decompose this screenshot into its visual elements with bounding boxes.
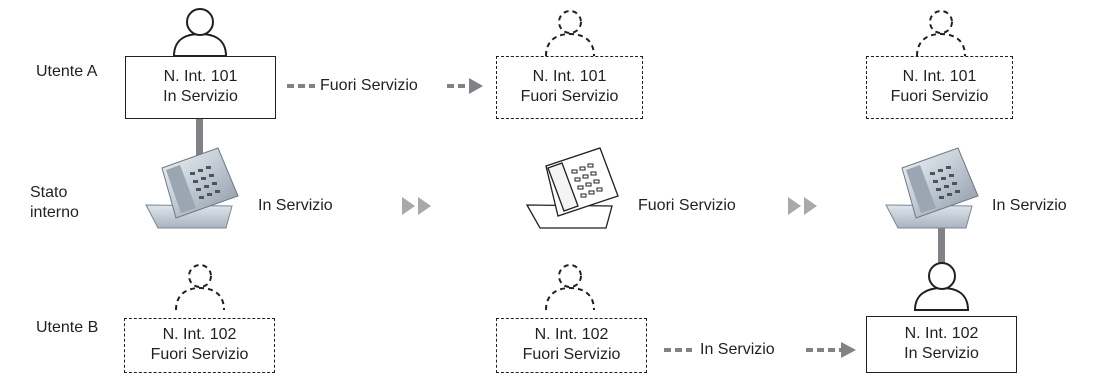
extension-status-stage2: Fuori Servizio <box>638 197 736 214</box>
transition-label-a: Fuori Servizio <box>320 77 418 94</box>
phone-icon-in-service-1 <box>145 147 239 229</box>
person-icon-a3-dashed <box>916 10 966 57</box>
person-icon-b2-dashed <box>545 264 595 311</box>
status-text: Fuori Servizio <box>522 346 621 363</box>
user-a-box-stage1: N. Int. 101 In Servizio <box>125 56 276 119</box>
status-text: In Servizio <box>163 88 238 105</box>
user-a-box-stage3: N. Int. 101 Fuori Servizio <box>866 56 1013 119</box>
status-text: Fuori Servizio <box>520 88 619 105</box>
cord-user-b <box>938 222 945 270</box>
status-text: In Servizio <box>904 345 979 362</box>
row-label-status-1: Stato <box>30 184 68 201</box>
stage-arrow-2 <box>788 197 817 215</box>
extension-number: N. Int. 102 <box>534 326 609 343</box>
status-text: Fuori Servizio <box>150 346 249 363</box>
person-icon-a1 <box>172 8 228 57</box>
user-b-box-stage3: N. Int. 102 In Servizio <box>866 316 1017 373</box>
stage-arrow-1 <box>402 197 431 215</box>
phone-icon-out-of-service <box>525 147 619 229</box>
person-icon-b3 <box>913 262 970 311</box>
status-text: Fuori Servizio <box>890 88 989 105</box>
extension-number: N. Int. 101 <box>902 68 977 85</box>
user-b-box-stage2: N. Int. 102 Fuori Servizio <box>496 318 647 373</box>
phone-icon-in-service-2 <box>885 147 979 229</box>
extension-number: N. Int. 101 <box>163 68 238 85</box>
row-label-status-2: interno <box>30 204 79 221</box>
person-icon-b1-dashed <box>175 264 225 311</box>
person-icon-a2-dashed <box>545 10 595 57</box>
user-a-box-stage2: N. Int. 101 Fuori Servizio <box>496 56 643 119</box>
user-b-box-stage1: N. Int. 102 Fuori Servizio <box>124 318 275 373</box>
extension-number: N. Int. 102 <box>162 326 237 343</box>
transition-arrowhead-b <box>841 342 856 358</box>
extension-status-stage1: In Servizio <box>258 197 333 214</box>
extension-number: N. Int. 101 <box>532 68 607 85</box>
row-label-user-a: Utente A <box>36 63 98 80</box>
cord-user-a <box>196 118 203 173</box>
row-label-user-b: Utente B <box>36 319 99 336</box>
extension-status-stage3: In Servizio <box>992 197 1067 214</box>
extension-number: N. Int. 102 <box>904 325 979 342</box>
transition-arrowhead-a <box>469 78 483 94</box>
transition-label-b: In Servizio <box>700 341 775 358</box>
